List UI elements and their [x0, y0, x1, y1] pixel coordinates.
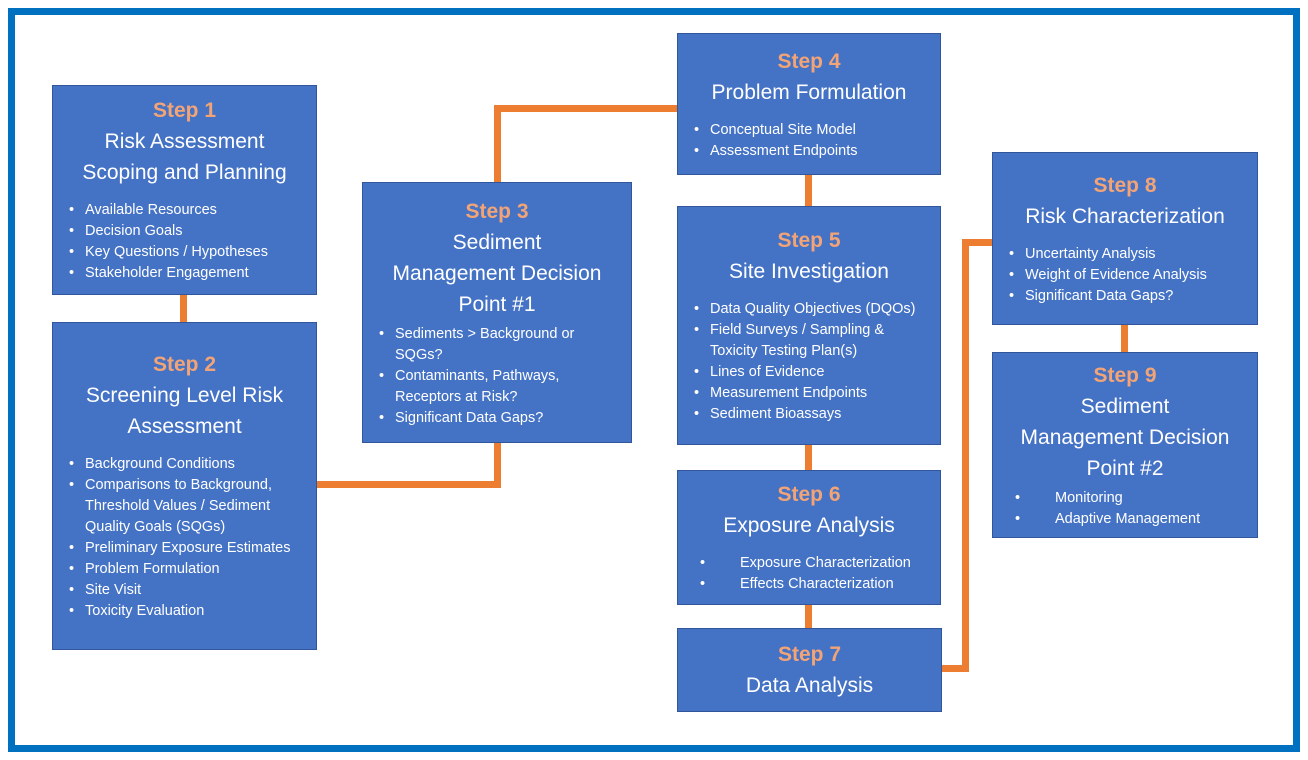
step-3-bullets: Sediments > Background or SQGs?Contamina… — [377, 324, 617, 429]
step-9-label: Step 9 — [1093, 363, 1157, 387]
bullet-item: Monitoring — [1009, 488, 1243, 509]
step-3-label: Step 3 — [465, 199, 529, 223]
connector-step2-step3-horizontal — [316, 481, 501, 488]
bullet-item: Comparisons to Background, Threshold Val… — [69, 475, 302, 538]
bullet-item: Sediments > Background or SQGs? — [379, 324, 617, 366]
step-8-bullets: Uncertainty AnalysisWeight of Evidence A… — [1007, 244, 1243, 307]
step-2-label: Step 2 — [152, 353, 217, 376]
bullet-item: Assessment Endpoints — [694, 141, 926, 162]
bullet-item: Uncertainty Analysis — [1009, 244, 1243, 265]
step-5-box: Step 5 Site Investigation Data Quality O… — [677, 206, 941, 445]
bullet-item: Effects Characterization — [694, 574, 926, 595]
connector-step7-step8-horizontal-bottom — [941, 665, 969, 672]
connector-step7-step8-horizontal-top — [962, 239, 993, 246]
bullet-item: Key Questions / Hypotheses — [69, 242, 302, 263]
bullet-item: Adaptive Management — [1009, 509, 1243, 530]
bullet-item: Sediment Bioassays — [694, 404, 926, 425]
step-8-box: Step 8 Risk Characterization Uncertainty… — [992, 152, 1258, 325]
step-1-title: Risk Assessment Scoping and Planning — [82, 130, 287, 184]
step-4-bullets: Conceptual Site ModelAssessment Endpoint… — [692, 120, 926, 162]
step-3-title: Sediment Management Decision Point #1 — [392, 230, 602, 316]
step-8-title: Risk Characterization — [1025, 204, 1225, 228]
step-9-title: Sediment Management Decision Point #2 — [1020, 394, 1230, 480]
step-1-box: Step 1 Risk Assessment Scoping and Plann… — [52, 85, 317, 295]
step-7-box: Step 7 Data Analysis — [677, 628, 942, 712]
bullet-item: Contaminants, Pathways, Receptors at Ris… — [379, 366, 617, 408]
step-4-title: Problem Formulation — [711, 80, 907, 104]
step-6-title: Exposure Analysis — [723, 514, 895, 537]
bullet-item: Toxicity Evaluation — [69, 601, 302, 622]
connector-step3-step4-horizontal — [494, 105, 678, 112]
step-4-box: Step 4 Problem Formulation Conceptual Si… — [677, 33, 941, 175]
bullet-item: Conceptual Site Model — [694, 120, 926, 141]
bullet-item: Available Resources — [69, 200, 302, 221]
outer-border-frame — [8, 8, 1300, 752]
connector-step5-step6 — [805, 444, 812, 471]
bullet-item: Problem Formulation — [69, 559, 302, 580]
step-2-box: Step 2 Screening Level Risk Assessment B… — [52, 322, 317, 650]
step-5-title: Site Investigation — [729, 260, 889, 283]
step-9-bullets: MonitoringAdaptive Management — [1007, 488, 1243, 530]
step-7-title: Data Analysis — [745, 673, 874, 697]
connector-step1-step2 — [180, 294, 187, 323]
connector-step6-step7 — [805, 604, 812, 629]
step-6-label: Step 6 — [777, 483, 841, 506]
bullet-item: Weight of Evidence Analysis — [1009, 265, 1243, 286]
step-9-box: Step 9 Sediment Management Decision Poin… — [992, 352, 1258, 538]
step-5-label: Step 5 — [777, 229, 841, 252]
step-2-bullets: Background ConditionsComparisons to Back… — [67, 454, 302, 622]
step-7-label: Step 7 — [777, 642, 842, 666]
bullet-item: Preliminary Exposure Estimates — [69, 538, 302, 559]
bullet-item: Lines of Evidence — [694, 362, 926, 383]
step-3-box: Step 3 Sediment Management Decision Poin… — [362, 182, 632, 443]
bullet-item: Significant Data Gaps? — [379, 408, 617, 429]
bullet-item: Data Quality Objectives (DQOs) — [694, 299, 926, 320]
connector-step3-step4-vertical — [494, 105, 501, 183]
bullet-item: Significant Data Gaps? — [1009, 286, 1243, 307]
bullet-item: Site Visit — [69, 580, 302, 601]
bullet-item: Exposure Characterization — [694, 553, 926, 574]
bullet-item: Measurement Endpoints — [694, 383, 926, 404]
bullet-item: Stakeholder Engagement — [69, 263, 302, 284]
step-6-box: Step 6 Exposure Analysis Exposure Charac… — [677, 470, 941, 605]
step-4-label: Step 4 — [777, 49, 841, 73]
bullet-item: Field Surveys / Sampling & Toxicity Test… — [694, 320, 926, 362]
step-6-bullets: Exposure CharacterizationEffects Charact… — [692, 553, 926, 595]
connector-step8-step9 — [1121, 324, 1128, 353]
connector-step4-step5 — [805, 174, 812, 207]
bullet-item: Decision Goals — [69, 221, 302, 242]
step-8-label: Step 8 — [1093, 173, 1157, 197]
step-1-bullets: Available ResourcesDecision GoalsKey Que… — [67, 200, 302, 284]
step-1-label: Step 1 — [152, 99, 217, 122]
connector-step7-step8-vertical — [962, 239, 969, 672]
connector-step2-step3-vertical — [494, 442, 501, 488]
step-2-title: Screening Level Risk Assessment — [85, 384, 284, 438]
bullet-item: Background Conditions — [69, 454, 302, 475]
step-5-bullets: Data Quality Objectives (DQOs)Field Surv… — [692, 299, 926, 425]
